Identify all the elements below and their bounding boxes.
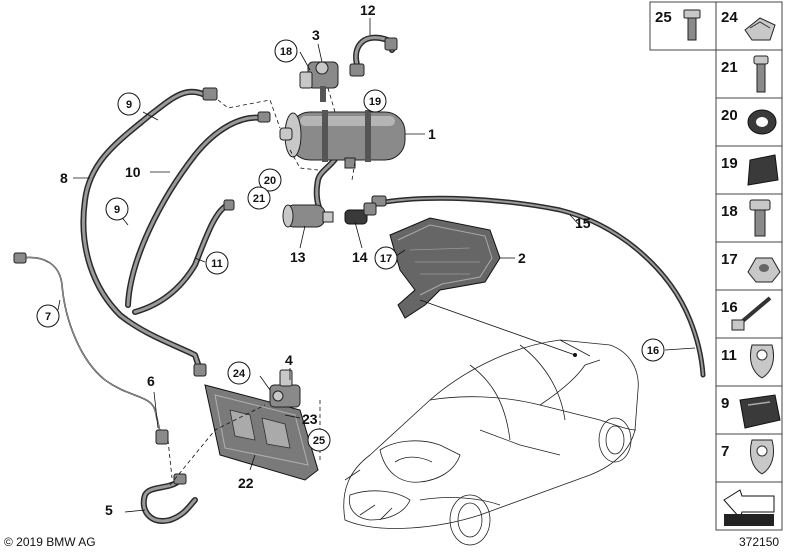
diagram-number: 372150 — [739, 535, 779, 549]
line-7 — [13, 252, 169, 445]
sidebar-item-21: 21 — [721, 59, 738, 76]
sidebar-item-20: 20 — [721, 107, 738, 124]
hose-20-21 — [313, 147, 343, 213]
pump-13 — [282, 204, 334, 228]
label-24: 24 — [233, 368, 246, 380]
label-18: 18 — [280, 46, 292, 58]
label-9a: 9 — [126, 99, 132, 111]
label-9b: 9 — [114, 204, 120, 216]
cap-icon — [747, 154, 779, 186]
label-17: 17 — [380, 253, 392, 265]
label-16: 16 — [647, 345, 659, 357]
screw-icon — [753, 55, 769, 93]
label-7: 7 — [45, 311, 51, 323]
cable-tie-icon — [731, 296, 772, 331]
part-labels: 1 2 3 4 5 6 8 10 12 13 14 15 22 23 — [60, 2, 591, 518]
valve-4 — [269, 369, 301, 408]
label-15: 15 — [575, 215, 591, 231]
bracket-2 — [389, 217, 501, 319]
double-clip-icon — [739, 394, 781, 429]
hose-clip-icon — [749, 344, 775, 379]
label-10: 10 — [125, 164, 141, 180]
label-19: 19 — [369, 96, 381, 108]
arrow-icon — [723, 489, 775, 526]
label-22: 22 — [238, 475, 254, 491]
label-12: 12 — [360, 2, 376, 18]
label-20: 20 — [264, 175, 276, 187]
copyright: © 2019 BMW AG — [4, 535, 96, 549]
label-25: 25 — [313, 435, 325, 447]
valve-3 — [299, 61, 339, 102]
circled-labels: 9 9 7 11 18 19 20 21 17 16 24 25 — [36, 39, 665, 452]
small-parts-sidebar: 25 24 21 20 19 18 — [649, 1, 783, 531]
label-3: 3 — [312, 27, 320, 43]
label-14: 14 — [352, 249, 368, 265]
label-8: 8 — [60, 170, 68, 186]
label-4: 4 — [285, 352, 293, 368]
sidebar-item-18: 18 — [721, 203, 738, 220]
label-11: 11 — [211, 258, 223, 270]
sidebar-item-16: 16 — [721, 299, 738, 316]
label-1: 1 — [428, 126, 436, 142]
sidebar-item-25: 25 — [655, 9, 672, 26]
line-clip-icon — [749, 439, 775, 475]
bolt-icon — [683, 9, 701, 41]
car-illustration — [343, 339, 639, 546]
nut-icon — [747, 257, 781, 283]
bracket-22 — [204, 384, 319, 481]
hose-8 — [80, 87, 218, 377]
label-6: 6 — [147, 373, 155, 389]
sidebar-item-9: 9 — [721, 395, 729, 412]
label-23: 23 — [302, 411, 318, 427]
hose-12 — [349, 34, 398, 77]
sidebar-item-7: 7 — [721, 443, 729, 460]
label-2: 2 — [518, 250, 526, 266]
label-13: 13 — [290, 249, 306, 265]
hose-15 — [371, 195, 706, 378]
hose-11 — [132, 199, 235, 315]
flange-bolt-icon — [749, 199, 771, 237]
grommet-icon — [747, 109, 777, 135]
canister — [279, 110, 406, 169]
label-21: 21 — [253, 193, 265, 205]
sidebar-item-11: 11 — [721, 347, 737, 364]
label-5: 5 — [105, 502, 113, 518]
sidebar-item-19: 19 — [721, 155, 738, 172]
hose-10 — [125, 111, 271, 308]
connector-14 — [344, 202, 377, 225]
leader-lines — [57, 18, 696, 513]
sidebar-item-17: 17 — [721, 251, 738, 268]
hose-5 — [140, 473, 198, 524]
clip-icon — [744, 17, 776, 41]
sidebar-item-24: 24 — [721, 9, 738, 26]
